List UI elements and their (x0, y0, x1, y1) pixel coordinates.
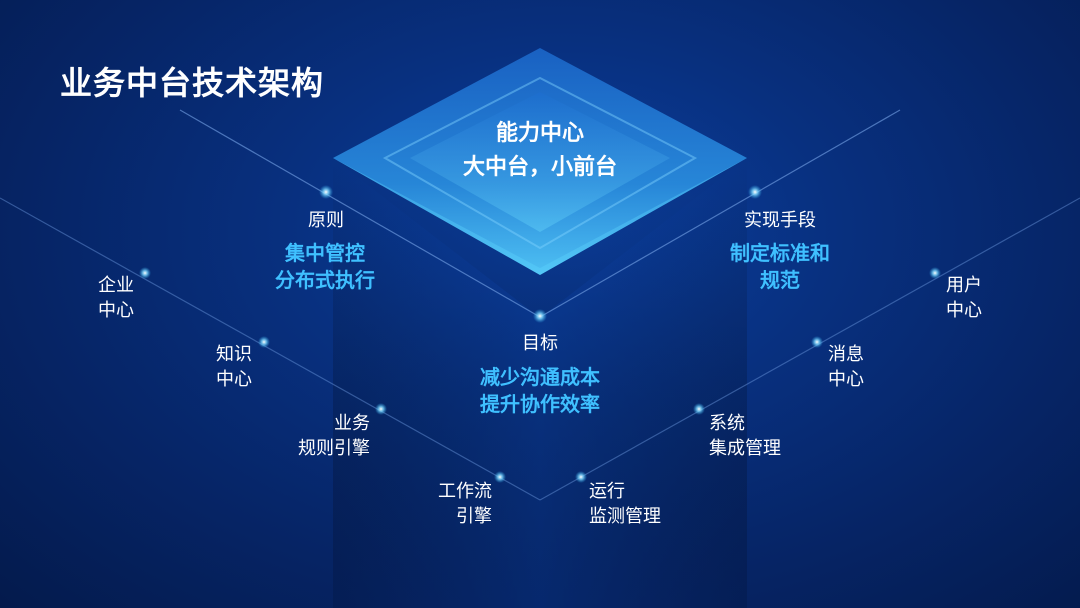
center-line1: 能力中心 (495, 121, 584, 146)
dot-runtime-monitoring (575, 471, 587, 483)
message-center-line2: 中心 (828, 369, 864, 390)
means-line2: 规范 (760, 268, 800, 292)
means-line1: 制定标准和 (730, 241, 830, 265)
business-rule-engine-line1: 业务 (334, 413, 370, 434)
dot-goal (533, 309, 547, 323)
runtime-monitoring-line1: 运行 (589, 481, 625, 502)
workflow-engine-line1: 工作流 (438, 481, 492, 502)
dot-workflow-engine (494, 471, 506, 483)
knowledge-center-line2: 中心 (216, 369, 252, 390)
goal-label: 目标 (522, 333, 558, 354)
dot-principle (319, 185, 333, 199)
user-center-line1: 用户 (946, 275, 982, 296)
dot-user-center (929, 267, 941, 279)
means-label: 实现手段 (744, 210, 816, 231)
business-rule-engine-line2: 规则引擎 (298, 438, 370, 459)
user-center-line2: 中心 (946, 300, 982, 321)
node-dots (139, 185, 941, 483)
page-title: 业务中台技术架构 (60, 64, 325, 102)
dot-message-center (811, 336, 823, 348)
system-integration-line1: 系统 (709, 413, 745, 434)
connector-lines (0, 109, 1080, 501)
enterprise-center-line1: 企业 (98, 275, 134, 296)
principle-line1: 集中管控 (285, 241, 365, 265)
center-line2: 大中台，小前台 (462, 155, 617, 180)
message-center-line1: 消息 (828, 344, 864, 365)
goal-line1: 减少沟通成本 (480, 365, 600, 389)
system-integration-line2: 集成管理 (709, 438, 781, 459)
principle-line2: 分布式执行 (275, 268, 375, 292)
knowledge-center-line1: 知识 (216, 344, 252, 365)
goal-line2: 提升协作效率 (480, 392, 600, 416)
workflow-engine-line2: 引擎 (456, 506, 492, 527)
enterprise-center-line2: 中心 (98, 300, 134, 321)
dot-enterprise-center (139, 267, 151, 279)
central-column (333, 158, 747, 608)
dot-system-integration (693, 403, 705, 415)
dot-knowledge-center (258, 336, 270, 348)
dot-business-rule-engine (375, 403, 387, 415)
dot-means (748, 185, 762, 199)
principle-label: 原则 (308, 210, 344, 231)
runtime-monitoring-line2: 监测管理 (589, 506, 661, 527)
capability-prism (333, 48, 747, 275)
